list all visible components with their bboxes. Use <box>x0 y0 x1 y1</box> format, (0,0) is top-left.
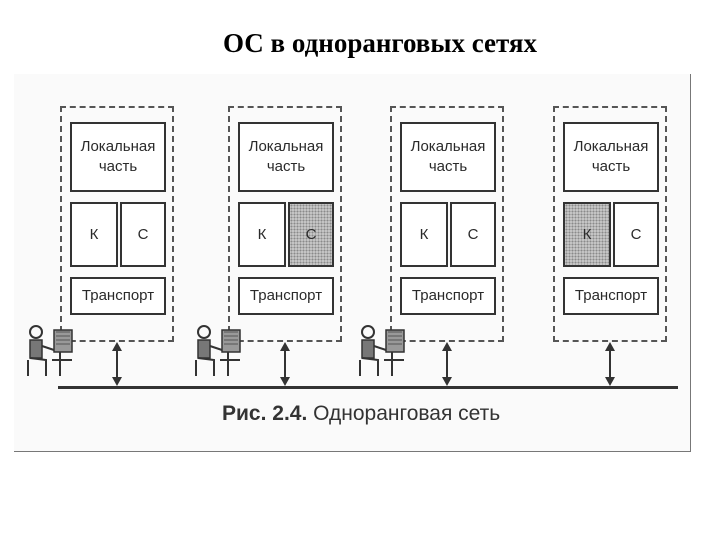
network-node-4: Локальная часть К С Транспорт <box>553 106 667 342</box>
network-node-3: Локальная часть К С Транспорт <box>390 106 504 342</box>
server-box-shaded: С <box>288 202 334 267</box>
network-node-1: Локальная часть К С Транспорт <box>60 106 174 342</box>
caption-text: Одноранговая сеть <box>313 402 500 425</box>
user-at-computer-icon <box>20 320 76 382</box>
client-box: К <box>70 202 118 267</box>
slide-title: ОС в одноранговых сетях <box>0 28 720 59</box>
transport-box: Транспорт <box>238 277 334 315</box>
client-box: К <box>238 202 286 267</box>
client-box: К <box>400 202 448 267</box>
user-at-computer-icon <box>188 320 244 382</box>
figure-caption: Рис. 2.4. Одноранговая сеть <box>222 402 500 426</box>
server-box: С <box>450 202 496 267</box>
transport-box: Транспорт <box>70 277 166 315</box>
server-box: С <box>613 202 659 267</box>
network-node-2: Локальная часть К С Транспорт <box>228 106 342 342</box>
user-at-computer-icon <box>352 320 408 382</box>
transport-box: Транспорт <box>400 277 496 315</box>
server-box: С <box>120 202 166 267</box>
local-part-box: Локальная часть <box>238 122 334 192</box>
local-part-box: Локальная часть <box>70 122 166 192</box>
client-box-shaded: К <box>563 202 611 267</box>
local-part-box: Локальная часть <box>400 122 496 192</box>
network-bus-line <box>58 386 678 389</box>
caption-prefix: Рис. 2.4. <box>222 402 307 425</box>
transport-box: Транспорт <box>563 277 659 315</box>
local-part-box: Локальная часть <box>563 122 659 192</box>
